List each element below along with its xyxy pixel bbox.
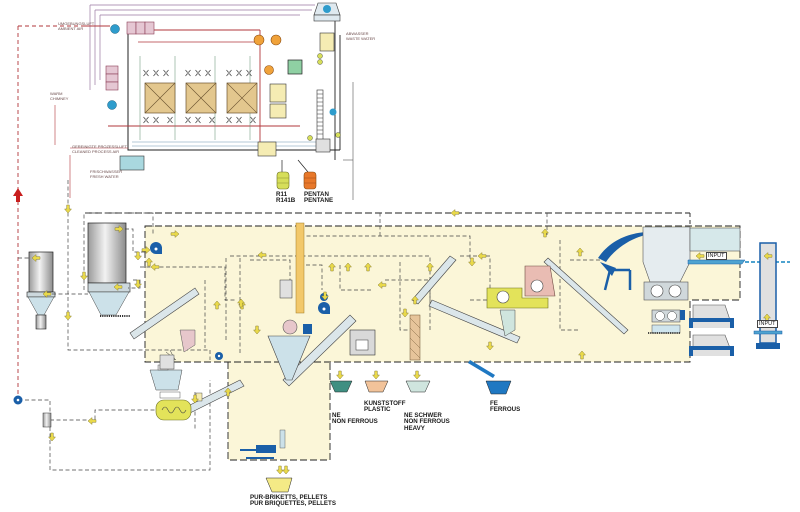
fan-units [150, 242, 330, 360]
cleaned-air-label: GEREINIGTE PROZESSLUFT CLEANED PROCESS A… [72, 144, 127, 154]
adsorber-b2 [185, 82, 217, 114]
waste-water-label: ABWASSER WASTE WATER [346, 31, 376, 41]
compactors [689, 304, 734, 356]
heat-exchanger-block [105, 21, 155, 91]
pur-press [42, 329, 286, 459]
exhaust-arrow-icon [13, 188, 23, 202]
silo-small [26, 251, 56, 330]
main-shredder [598, 226, 790, 334]
non-ferrous-label: NE NON FERROUS [332, 412, 378, 426]
blower-icon [110, 24, 120, 34]
warm-chimney-label: WARM CHIMNEY [50, 91, 69, 101]
tank-r11 [276, 160, 290, 190]
adsorber-b3 [226, 82, 258, 114]
ambient-air-label: UMGEBUNGSLUFT AMBIENT AIR [58, 21, 95, 31]
plastic-label: KUNSTSTOFF PLASTIC [364, 400, 406, 414]
fresh-water-tank [119, 155, 145, 171]
bin-non-ferrous [329, 380, 353, 393]
fresh-water-label: FRISCHWASSER FRESH WATER [90, 169, 123, 179]
granulator [267, 222, 421, 381]
gas-treatment-unit [85, 4, 341, 160]
input-elevator-label: INPUT [757, 320, 778, 328]
non-ferrous-heavy-label: NE SCHWER NON FERROUS HEAVY [404, 412, 450, 432]
pur-pellets-label: PUR-BRIKETTS, PELLETS PUR BRIQUETTES, PE… [250, 494, 336, 508]
shredder-stage [486, 265, 556, 337]
condenser-units [253, 2, 354, 200]
exhaust-line [13, 25, 85, 405]
adsorber-b1 [144, 82, 176, 114]
bin-ferrous [485, 380, 512, 395]
tank-pentane-label: PENTAN PENTANE [304, 191, 334, 205]
tank-pentane [297, 159, 317, 190]
bin-plastic [364, 380, 389, 393]
silo-large [87, 222, 131, 317]
output-bins [265, 380, 512, 493]
ferrous-label: FE FERROUS [490, 400, 521, 414]
tank-r11-label: R11 R141b [276, 191, 296, 205]
bin-non-ferrous-heavy [405, 380, 431, 393]
input-conveyor-label: INPUT [706, 252, 727, 260]
bin-pur [265, 477, 293, 493]
blower-icon [107, 100, 117, 110]
adsorber-vessels [143, 69, 258, 124]
